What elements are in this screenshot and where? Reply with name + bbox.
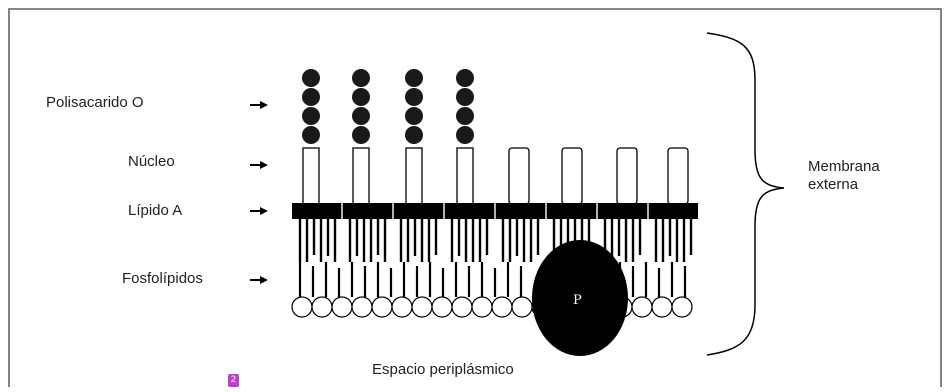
o-antigen-bead <box>352 126 370 144</box>
lipid-a-gaps <box>341 203 649 219</box>
o-antigen-bead <box>405 88 423 106</box>
phospholipid-head <box>431 296 453 318</box>
label-fosfolipidos: Fosfolípidos <box>122 270 203 287</box>
o-antigen-bead <box>456 107 474 125</box>
phospholipid-head <box>451 296 473 318</box>
o-antigen-bead <box>405 107 423 125</box>
core-unit <box>405 147 423 205</box>
o-antigen-bead <box>352 88 370 106</box>
core-unit <box>616 147 638 205</box>
phospholipid-head <box>511 296 533 318</box>
core-unit <box>352 147 370 205</box>
membrane-brace <box>706 32 785 356</box>
diagram-frame <box>8 8 942 392</box>
o-antigen-chains <box>302 69 474 144</box>
lipid-a-tails <box>298 219 693 262</box>
phospholipid-head <box>291 296 313 318</box>
o-antigen-bead <box>352 69 370 87</box>
phospholipid-head <box>311 296 333 318</box>
o-antigen-bead <box>405 126 423 144</box>
o-antigen-bead <box>352 107 370 125</box>
phospholipid-head <box>671 296 693 318</box>
label-polisacarido: Polisacarido O <box>46 94 144 111</box>
o-antigen-bead <box>302 126 320 144</box>
phospholipid-head <box>651 296 673 318</box>
core-unit <box>508 147 530 205</box>
membrane-protein <box>532 240 628 356</box>
core-unit <box>456 147 474 205</box>
arrow-polisacarido <box>250 101 268 109</box>
label-espacio-periplasmico: Espacio periplásmico <box>372 361 514 378</box>
arrow-lipido-a <box>250 207 268 215</box>
o-antigen-bead <box>302 69 320 87</box>
phospholipid-head <box>331 296 353 318</box>
phospholipid-tails <box>298 262 687 297</box>
protein-label: P <box>573 293 582 308</box>
label-membrana: Membrana <box>808 158 880 175</box>
phospholipid-head <box>411 296 433 318</box>
label-lipido-a: Lípido A <box>128 202 183 219</box>
o-antigen-bead <box>405 69 423 87</box>
phospholipid-head <box>351 296 373 318</box>
core-units <box>302 147 689 205</box>
annotation-marker: 2 <box>228 374 239 387</box>
core-unit <box>561 147 583 205</box>
phospholipid-head <box>391 296 413 318</box>
o-antigen-bead <box>456 69 474 87</box>
arrow-nucleo <box>250 161 268 169</box>
o-antigen-bead <box>456 126 474 144</box>
phospholipid-heads <box>291 296 693 318</box>
label-nucleo: Núcleo <box>128 153 175 170</box>
o-antigen-bead <box>302 107 320 125</box>
label-arrows <box>250 101 268 284</box>
label-externa: externa <box>808 176 859 193</box>
arrow-fosfolipidos <box>250 276 268 284</box>
core-unit <box>302 147 320 205</box>
phospholipid-head <box>631 296 653 318</box>
phospholipid-head <box>491 296 513 318</box>
core-unit <box>667 147 689 205</box>
o-antigen-bead <box>456 88 474 106</box>
phospholipid-head <box>471 296 493 318</box>
phospholipid-head <box>371 296 393 318</box>
o-antigen-bead <box>302 88 320 106</box>
